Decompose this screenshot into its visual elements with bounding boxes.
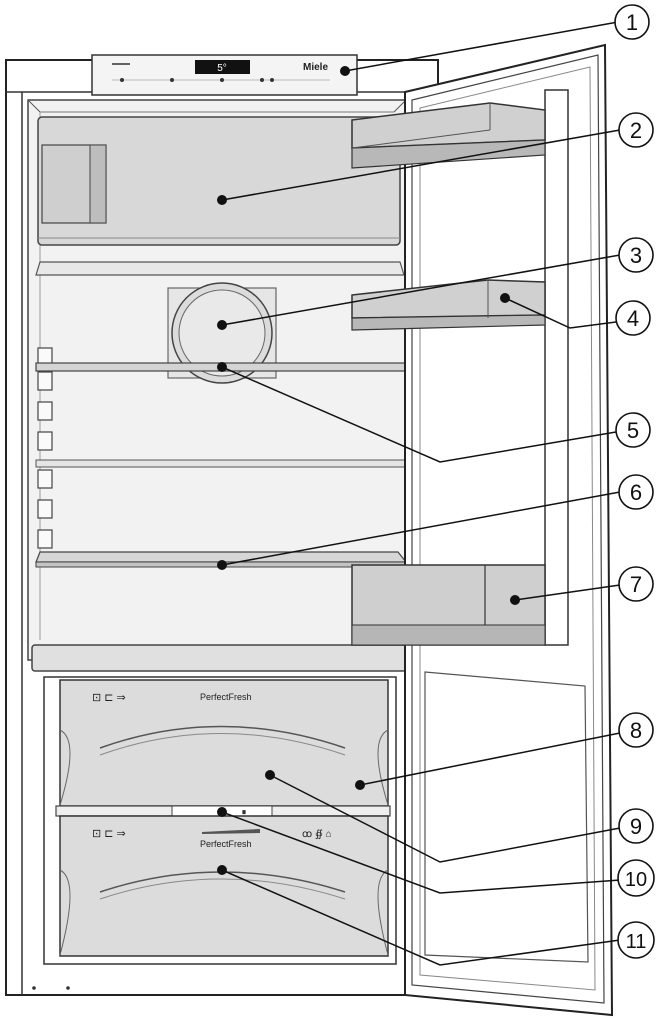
leader-lines	[221, 21, 621, 966]
svg-text:4: 4	[627, 306, 639, 331]
upper-drawer: ⊡ ⊏ ⇒ PerfectFresh	[59, 679, 389, 807]
upper-drawer-icons: ⊡ ⊏ ⇒	[92, 692, 126, 704]
svg-text:6: 6	[630, 480, 642, 505]
callout-1: 1	[614, 4, 650, 40]
callout-2: 2	[618, 112, 654, 148]
lower-drawer: ⊡ ⊏ ⇒ PerfectFresh ꝏ ∯ ⌂	[59, 815, 389, 957]
svg-text:8: 8	[630, 718, 642, 743]
svg-text:3: 3	[630, 243, 642, 268]
callout-8: 8	[618, 712, 654, 748]
door-rack-middle	[351, 279, 546, 331]
door-rack-bottle	[351, 564, 546, 646]
callout-3: 3	[618, 237, 654, 273]
fridge-bottom-plate	[31, 644, 407, 672]
callout-11: 11	[617, 921, 655, 959]
lower-drawer-right-icons: ꝏ ∯ ⌂	[302, 829, 332, 840]
control-panel: 5° Miele	[91, 54, 358, 96]
temperature-display: 5°	[217, 63, 227, 74]
upper-drawer-label: PerfectFresh	[200, 692, 252, 702]
shelf-supports	[37, 347, 53, 549]
lower-drawer-label: PerfectFresh	[200, 839, 252, 849]
svg-text:1: 1	[626, 10, 638, 35]
callout-4: 4	[615, 300, 651, 336]
lower-drawer-icons: ⊡ ⊏ ⇒	[92, 828, 126, 840]
brand-logo: Miele	[303, 62, 328, 73]
svg-text:⏸: ⏸	[242, 807, 247, 817]
callout-6: 6	[618, 474, 654, 510]
door-rack-top	[351, 102, 546, 169]
callout-7: 7	[618, 566, 654, 602]
svg-text:11: 11	[626, 931, 647, 953]
svg-text:2: 2	[630, 118, 642, 143]
glass-shelf-middle	[35, 459, 407, 468]
svg-text:9: 9	[630, 814, 642, 839]
svg-text:7: 7	[630, 572, 642, 597]
leader-dots	[217, 66, 520, 875]
callout-10: 10	[617, 859, 655, 897]
svg-text:5: 5	[627, 418, 639, 443]
callout-5: 5	[615, 412, 651, 448]
svg-text:10: 10	[625, 869, 647, 891]
fridge-door	[404, 43, 614, 1017]
callout-9: 9	[618, 808, 654, 844]
divider-shelf	[35, 261, 405, 276]
top-compartment	[37, 116, 401, 246]
